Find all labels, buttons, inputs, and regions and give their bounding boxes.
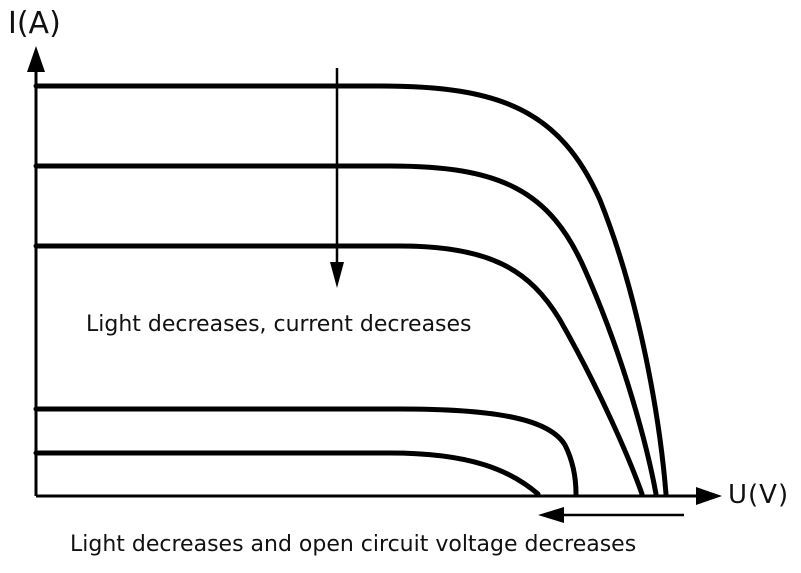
iv-curve-3 xyxy=(33,243,645,497)
x-axis-arrowhead xyxy=(696,487,722,505)
current-decrease-arrowhead xyxy=(330,262,344,288)
y-axis-label: I(A) xyxy=(8,6,61,41)
current-annotation: Light decreases, current decreases xyxy=(86,312,472,337)
voltage-decrease-arrowhead xyxy=(538,507,564,523)
y-axis-arrowhead xyxy=(27,46,45,72)
voltage-annotation: Light decreases and open circuit voltage… xyxy=(70,532,637,557)
iv-curve-5 xyxy=(33,450,541,497)
iv-curve-4 xyxy=(33,406,579,497)
iv-curve-1 xyxy=(33,83,669,497)
iv-curve-2 xyxy=(33,163,659,497)
x-axis-label: U(V) xyxy=(728,480,790,510)
